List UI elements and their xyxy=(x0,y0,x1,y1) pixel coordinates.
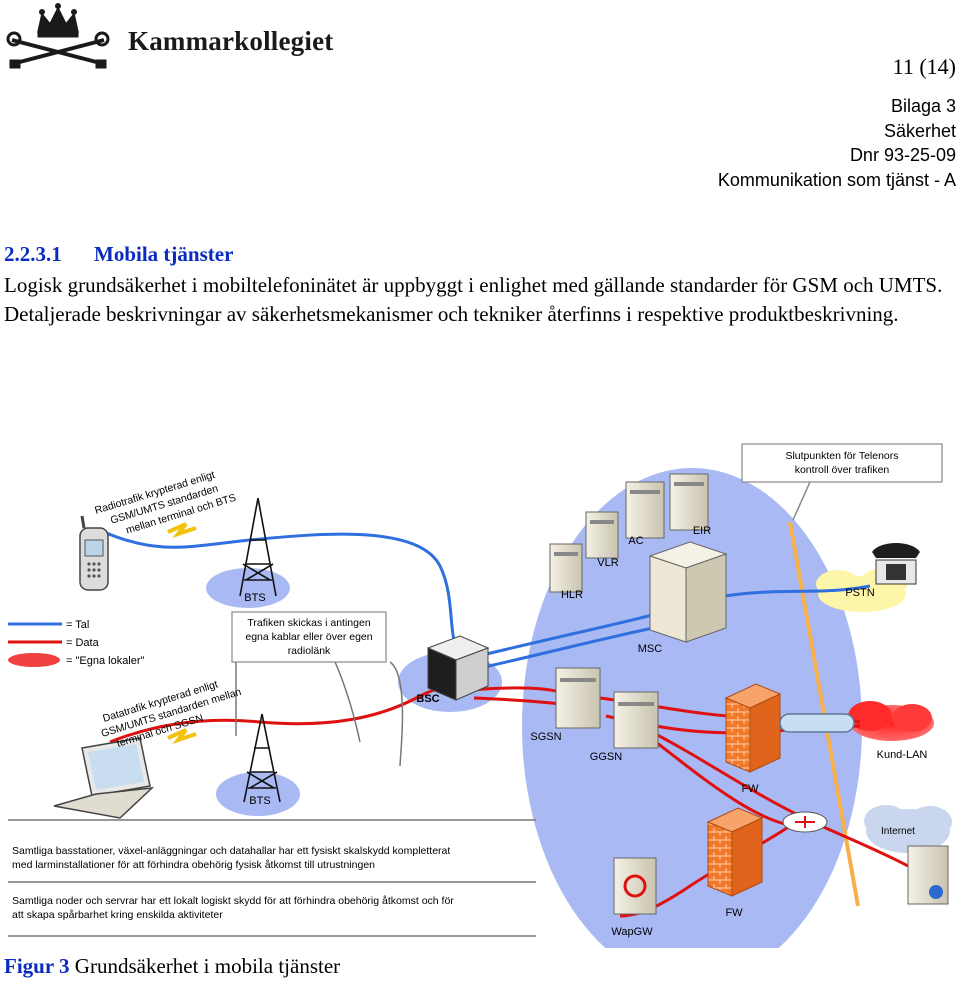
fw2-label: FW xyxy=(725,907,743,919)
legend-data: = Data xyxy=(66,637,100,649)
meta-line: Säkerhet xyxy=(883,120,956,141)
radio-encryption-note: Radiotrafik krypterad enligt GSM/UMTS st… xyxy=(93,469,237,537)
msc-label: MSC xyxy=(638,643,663,655)
pstn-label: PSTN xyxy=(845,587,874,599)
meta-line: Kommunikation som tjänst - A xyxy=(717,169,956,190)
premises-zone-bts1 xyxy=(206,568,290,608)
bsc-label: BSC xyxy=(416,693,439,705)
fw1-label: FW xyxy=(741,783,759,795)
traffic-note-box xyxy=(231,611,387,663)
ggsn-server-icon xyxy=(613,691,659,749)
endpoint-pointer xyxy=(792,481,811,521)
premises-zone xyxy=(522,468,862,984)
kammarkollegiet-logo: Kammarkollegiet xyxy=(6,2,346,74)
network-diagram: Slutpunkten för Telenors kontroll över t… xyxy=(0,436,960,984)
endpoint-note-box xyxy=(741,443,943,483)
hlr-server-icon xyxy=(549,543,583,593)
vlr-label: VLR xyxy=(597,557,618,569)
internet-server-icon xyxy=(907,845,949,905)
legend-egna-swatch xyxy=(8,653,60,667)
figure-caption: Figur 3 Grundsäkerhet i mobila tjänster xyxy=(4,954,340,979)
vlr-server-icon xyxy=(585,511,619,559)
router-icon xyxy=(782,811,828,833)
page-number: 11 (14) xyxy=(892,54,956,79)
msc-server-icon xyxy=(648,541,728,643)
logical-security-note: Samtliga noder och servrar har ett lokal… xyxy=(12,895,454,907)
section-number: 2.2.3.1 xyxy=(4,242,62,266)
sgsn-server-icon xyxy=(555,667,601,729)
firewall-icon xyxy=(724,683,782,773)
caption-text: Grundsäkerhet i mobila tjänster xyxy=(74,954,341,978)
endpoint-note-line: kontroll över trafiken xyxy=(795,464,890,476)
internet-cloud xyxy=(864,805,952,853)
bts2-label: BTS xyxy=(249,795,270,807)
network-diagram-svg: Slutpunkten för Telenors kontroll över t… xyxy=(8,443,952,984)
premises-zone-bts2 xyxy=(216,772,300,816)
wapgw-server-icon xyxy=(613,857,657,915)
mobile-phone-icon xyxy=(79,515,109,591)
bts-tower-icon xyxy=(239,497,277,597)
org-name: Kammarkollegiet xyxy=(128,26,334,56)
bts1-label: BTS xyxy=(244,592,265,604)
legend: = Tal = Data = "Egna lokaler" xyxy=(8,619,145,667)
telephone-icon xyxy=(872,543,920,585)
meta-line: Dnr 93-25-09 xyxy=(849,145,956,165)
physical-security-note: Samtliga basstationer, växel-anläggninga… xyxy=(12,845,450,857)
vpn-tunnel-icon xyxy=(779,713,855,733)
sgsn-label: SGSN xyxy=(530,731,561,743)
traffic-note-line: Trafiken skickas i antingen xyxy=(247,617,370,629)
kund-lan-label: Kund-LAN xyxy=(877,749,928,761)
physical-security-note: med larminstallationer för att förhindra… xyxy=(12,859,375,871)
section-body: Logisk grundsäkerhet i mobiltelefoninäte… xyxy=(4,271,944,329)
wapgw-label: WapGW xyxy=(611,926,653,938)
legend-egna: = "Egna lokaler" xyxy=(66,655,145,667)
section-heading: 2.2.3.1 Mobila tjänster xyxy=(4,242,233,267)
radio-link-icon xyxy=(167,728,197,745)
eir-label: EIR xyxy=(693,525,711,537)
caption-label: Figur 3 xyxy=(4,954,70,978)
hlr-label: HLR xyxy=(561,589,583,601)
laptop-icon xyxy=(53,737,155,819)
traffic-note-line: egna kablar eller över egen xyxy=(245,631,372,643)
traffic-note-line: radiolänk xyxy=(288,645,331,657)
crown-keys-emblem-icon xyxy=(6,3,110,69)
kund-lan-cloud xyxy=(848,701,934,741)
document-meta: Bilaga 3 Säkerhet Dnr 93-25-09 Kommunika… xyxy=(718,94,956,192)
radio-link-icon xyxy=(167,522,197,539)
endpoint-note-line: Slutpunkten för Telenors xyxy=(785,450,898,462)
meta-line: Bilaga 3 xyxy=(890,96,956,116)
paragraph: Detaljerade beskrivningar av säkerhetsme… xyxy=(4,302,899,326)
eir-server-icon xyxy=(669,473,709,531)
bts-tower-icon xyxy=(243,713,281,803)
ac-label: AC xyxy=(628,535,643,547)
paragraph: Logisk grundsäkerhet i mobiltelefoninäte… xyxy=(4,273,943,297)
bsc-server-icon xyxy=(426,635,490,701)
ggsn-label: GGSN xyxy=(590,751,622,763)
firewall-icon xyxy=(706,807,764,897)
ac-server-icon xyxy=(625,481,665,539)
logical-security-note: att skapa spårbarhet kring enskilda akti… xyxy=(12,909,223,921)
legend-tal: = Tal xyxy=(66,619,89,631)
annotation-pointers xyxy=(8,615,536,937)
internet-label: Internet xyxy=(881,826,915,837)
section-title: Mobila tjänster xyxy=(94,242,234,266)
data-encryption-note: Datatrafik krypterad enligt GSM/UMTS sta… xyxy=(100,678,243,750)
